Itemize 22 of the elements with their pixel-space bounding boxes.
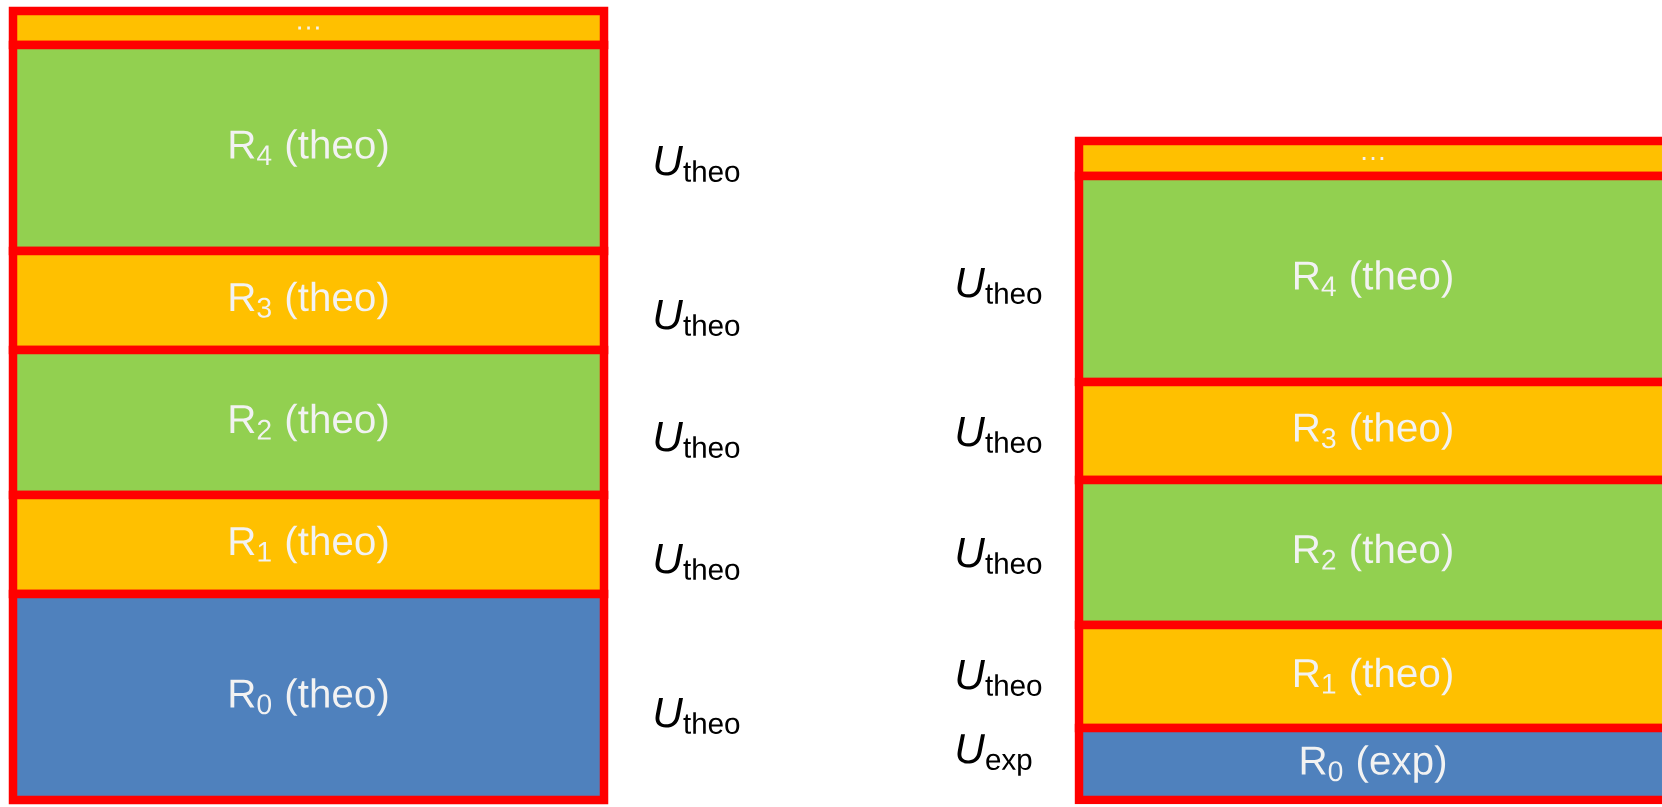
layer-band: R$_{3}$ (theo) [1074, 377, 1662, 485]
energy-label: U$_{theo}$ [655, 146, 740, 182]
layer-band: R$_{3}$ (theo) [8, 246, 609, 355]
energy-label: U$_{theo}$ [655, 544, 740, 580]
layer-band: R$_{0}$ (theo) [8, 589, 609, 805]
layer-band: R$_{2}$ (theo) [8, 345, 609, 500]
layer-band: R$_{4}$ (theo) [8, 40, 609, 256]
layer-band: R$_{1}$ (theo) [8, 490, 609, 599]
layer-band: R$_{2}$ (theo) [1074, 475, 1662, 630]
energy-label: U$_{theo}$ [957, 660, 1042, 696]
energy-label: U$_{theo}$ [655, 422, 740, 458]
energy-label: U$_{theo}$ [655, 300, 740, 336]
layer-band: … [8, 6, 609, 50]
layer-band: R$_{0}$ (exp) [1074, 723, 1662, 805]
energy-label: U$_{theo}$ [655, 698, 740, 734]
energy-label: U$_{theo}$ [957, 417, 1042, 453]
layer-band: R$_{1}$ (theo) [1074, 620, 1662, 733]
energy-label: U$_{theo}$ [957, 268, 1042, 304]
energy-label: U$_{theo}$ [957, 538, 1042, 574]
energy-label: U$_{exp}$ [957, 734, 1032, 776]
layer-band: R$_{4}$ (theo) [1074, 171, 1662, 387]
layer-band: … [1074, 136, 1662, 181]
